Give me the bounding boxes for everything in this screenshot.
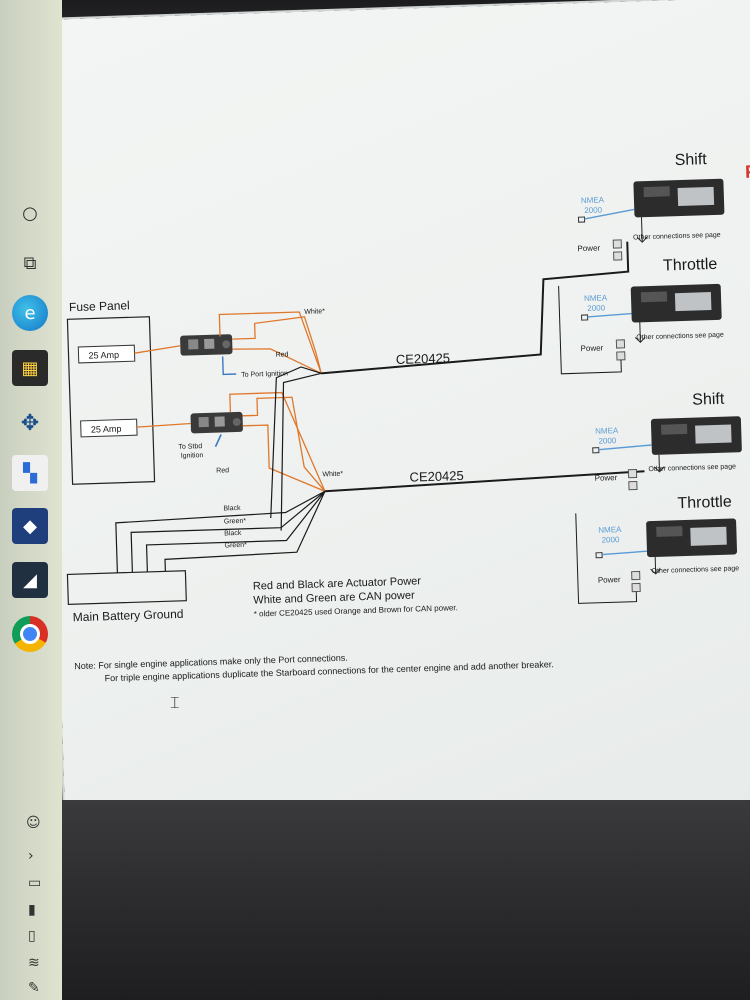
port-throttle-other: Other connections see page — [636, 332, 724, 342]
wire-label-black-2: Black — [224, 530, 242, 538]
port-side-letter: P — [745, 162, 750, 182]
stbd-throttle-title: Throttle — [677, 494, 732, 513]
stbd-throttle-other: Other connections see page — [652, 565, 740, 575]
wifi-icon[interactable]: ≋ — [28, 955, 40, 971]
cable-stbd-label: CE20425 — [409, 468, 464, 485]
chrome-icon[interactable] — [12, 616, 48, 652]
stbd-throttle-actuator: Throttle NMEA 2000 Power Other connectio… — [575, 494, 740, 604]
fuse-panel-box — [66, 316, 156, 485]
search-icon[interactable]: ○ — [22, 202, 38, 224]
port-throttle-power: Power — [580, 343, 603, 353]
battery-icon[interactable]: ▮ — [28, 902, 36, 918]
port-shift-title: Shift — [674, 151, 707, 169]
breaker-port-label: 25 Amp — [88, 350, 119, 361]
breaker-stbd-label: 25 Amp — [91, 424, 122, 435]
wiring-diagram: Fuse Panel 25 Amp 25 Amp Main Battery Gr… — [66, 151, 750, 683]
wire-label-to-port-ignition: To Port Ignition — [241, 370, 288, 378]
port-throttle-actuator: Throttle NMEA 2000 Power Other connectio… — [558, 256, 724, 375]
wire-label-to-stbd-ignition-2: Ignition — [181, 452, 204, 460]
kindle-icon[interactable]: ◆ — [12, 508, 48, 544]
screen: Fuse Panel 25 Amp 25 Amp Main Battery Gr… — [40, 0, 750, 830]
network-icon[interactable]: ▭ — [28, 875, 42, 891]
monitor-bezel-bottom — [0, 800, 750, 1000]
stbd-throttle-nmea: NMEA — [598, 525, 622, 535]
text-cursor-icon: ⌶ — [170, 693, 180, 712]
task-view-icon[interactable]: ⧉ — [23, 252, 37, 274]
edge-icon[interactable]: e — [12, 295, 48, 331]
orange-wires — [134, 311, 326, 492]
port-throttle-nmea-num: 2000 — [587, 303, 606, 313]
fuse-panel-label: Fuse Panel — [69, 298, 130, 314]
chevron-up-icon[interactable]: › — [28, 848, 34, 864]
people-icon[interactable]: ☺ — [26, 815, 41, 831]
port-shift-nmea: NMEA — [581, 195, 605, 205]
port-switch — [180, 334, 233, 356]
wire-label-red-stbd: Red — [216, 467, 229, 474]
ground-wires — [115, 366, 326, 573]
port-shift-other: Other connections see page — [633, 232, 721, 242]
stbd-throttle-nmea-num: 2000 — [601, 535, 620, 545]
port-throttle-title: Throttle — [663, 256, 718, 275]
legend-line-1: Red and Black are Actuator Power — [253, 575, 422, 592]
wire-label-white-stbd: White* — [322, 471, 343, 479]
cable-port — [321, 241, 630, 375]
cable-stbd — [324, 470, 645, 493]
port-ignition-arrow-icon — [221, 356, 237, 376]
pen-icon[interactable]: ✎ — [28, 980, 40, 996]
wire-label-to-stbd-ignition: To Stbd — [178, 443, 202, 451]
port-shift-nmea-num: 2000 — [584, 205, 603, 215]
stbd-shift-other: Other connections see page — [648, 463, 736, 473]
store-icon[interactable]: ▦ — [12, 350, 48, 386]
onedrive-icon[interactable]: ▚ — [12, 455, 48, 491]
wire-label-green-2: Green* — [225, 542, 248, 550]
app-icon[interactable]: ◢ — [12, 562, 48, 598]
taskbar: ○ ⧉ e ▦ ✥ ▚ ◆ ◢ ☺ › ▭ ▮ ▯ ≋ ✎ — [0, 0, 62, 1000]
wire-label-red-port: Red — [276, 351, 289, 358]
battery-ground-box — [66, 570, 187, 606]
stbd-shift-nmea-num: 2000 — [598, 436, 617, 446]
stbd-ignition-arrow-icon — [214, 434, 222, 448]
volume-icon[interactable]: ▯ — [28, 928, 36, 944]
dropbox-icon[interactable]: ✥ — [20, 410, 40, 436]
legend-line-2: White and Green are CAN power — [253, 590, 415, 607]
wire-label-black-1: Black — [223, 505, 241, 513]
stbd-throttle-power: Power — [598, 575, 621, 585]
stbd-switch — [190, 411, 243, 434]
stbd-shift-nmea: NMEA — [595, 426, 619, 436]
port-shift-actuator: Shift NMEA 2000 Power Other connections … — [577, 151, 725, 261]
wire-label-green-1: Green* — [224, 518, 247, 526]
stbd-shift-power: Power — [595, 473, 618, 483]
stbd-shift-actuator: Shift NMEA 2000 Power Other connections … — [592, 391, 742, 491]
port-shift-power: Power — [577, 244, 600, 254]
stbd-shift-title: Shift — [692, 391, 725, 409]
wire-label-white-port: White* — [304, 308, 325, 316]
main-battery-ground-label: Main Battery Ground — [73, 607, 184, 624]
port-throttle-nmea: NMEA — [584, 293, 608, 303]
cable-port-label: CE20425 — [396, 350, 451, 367]
